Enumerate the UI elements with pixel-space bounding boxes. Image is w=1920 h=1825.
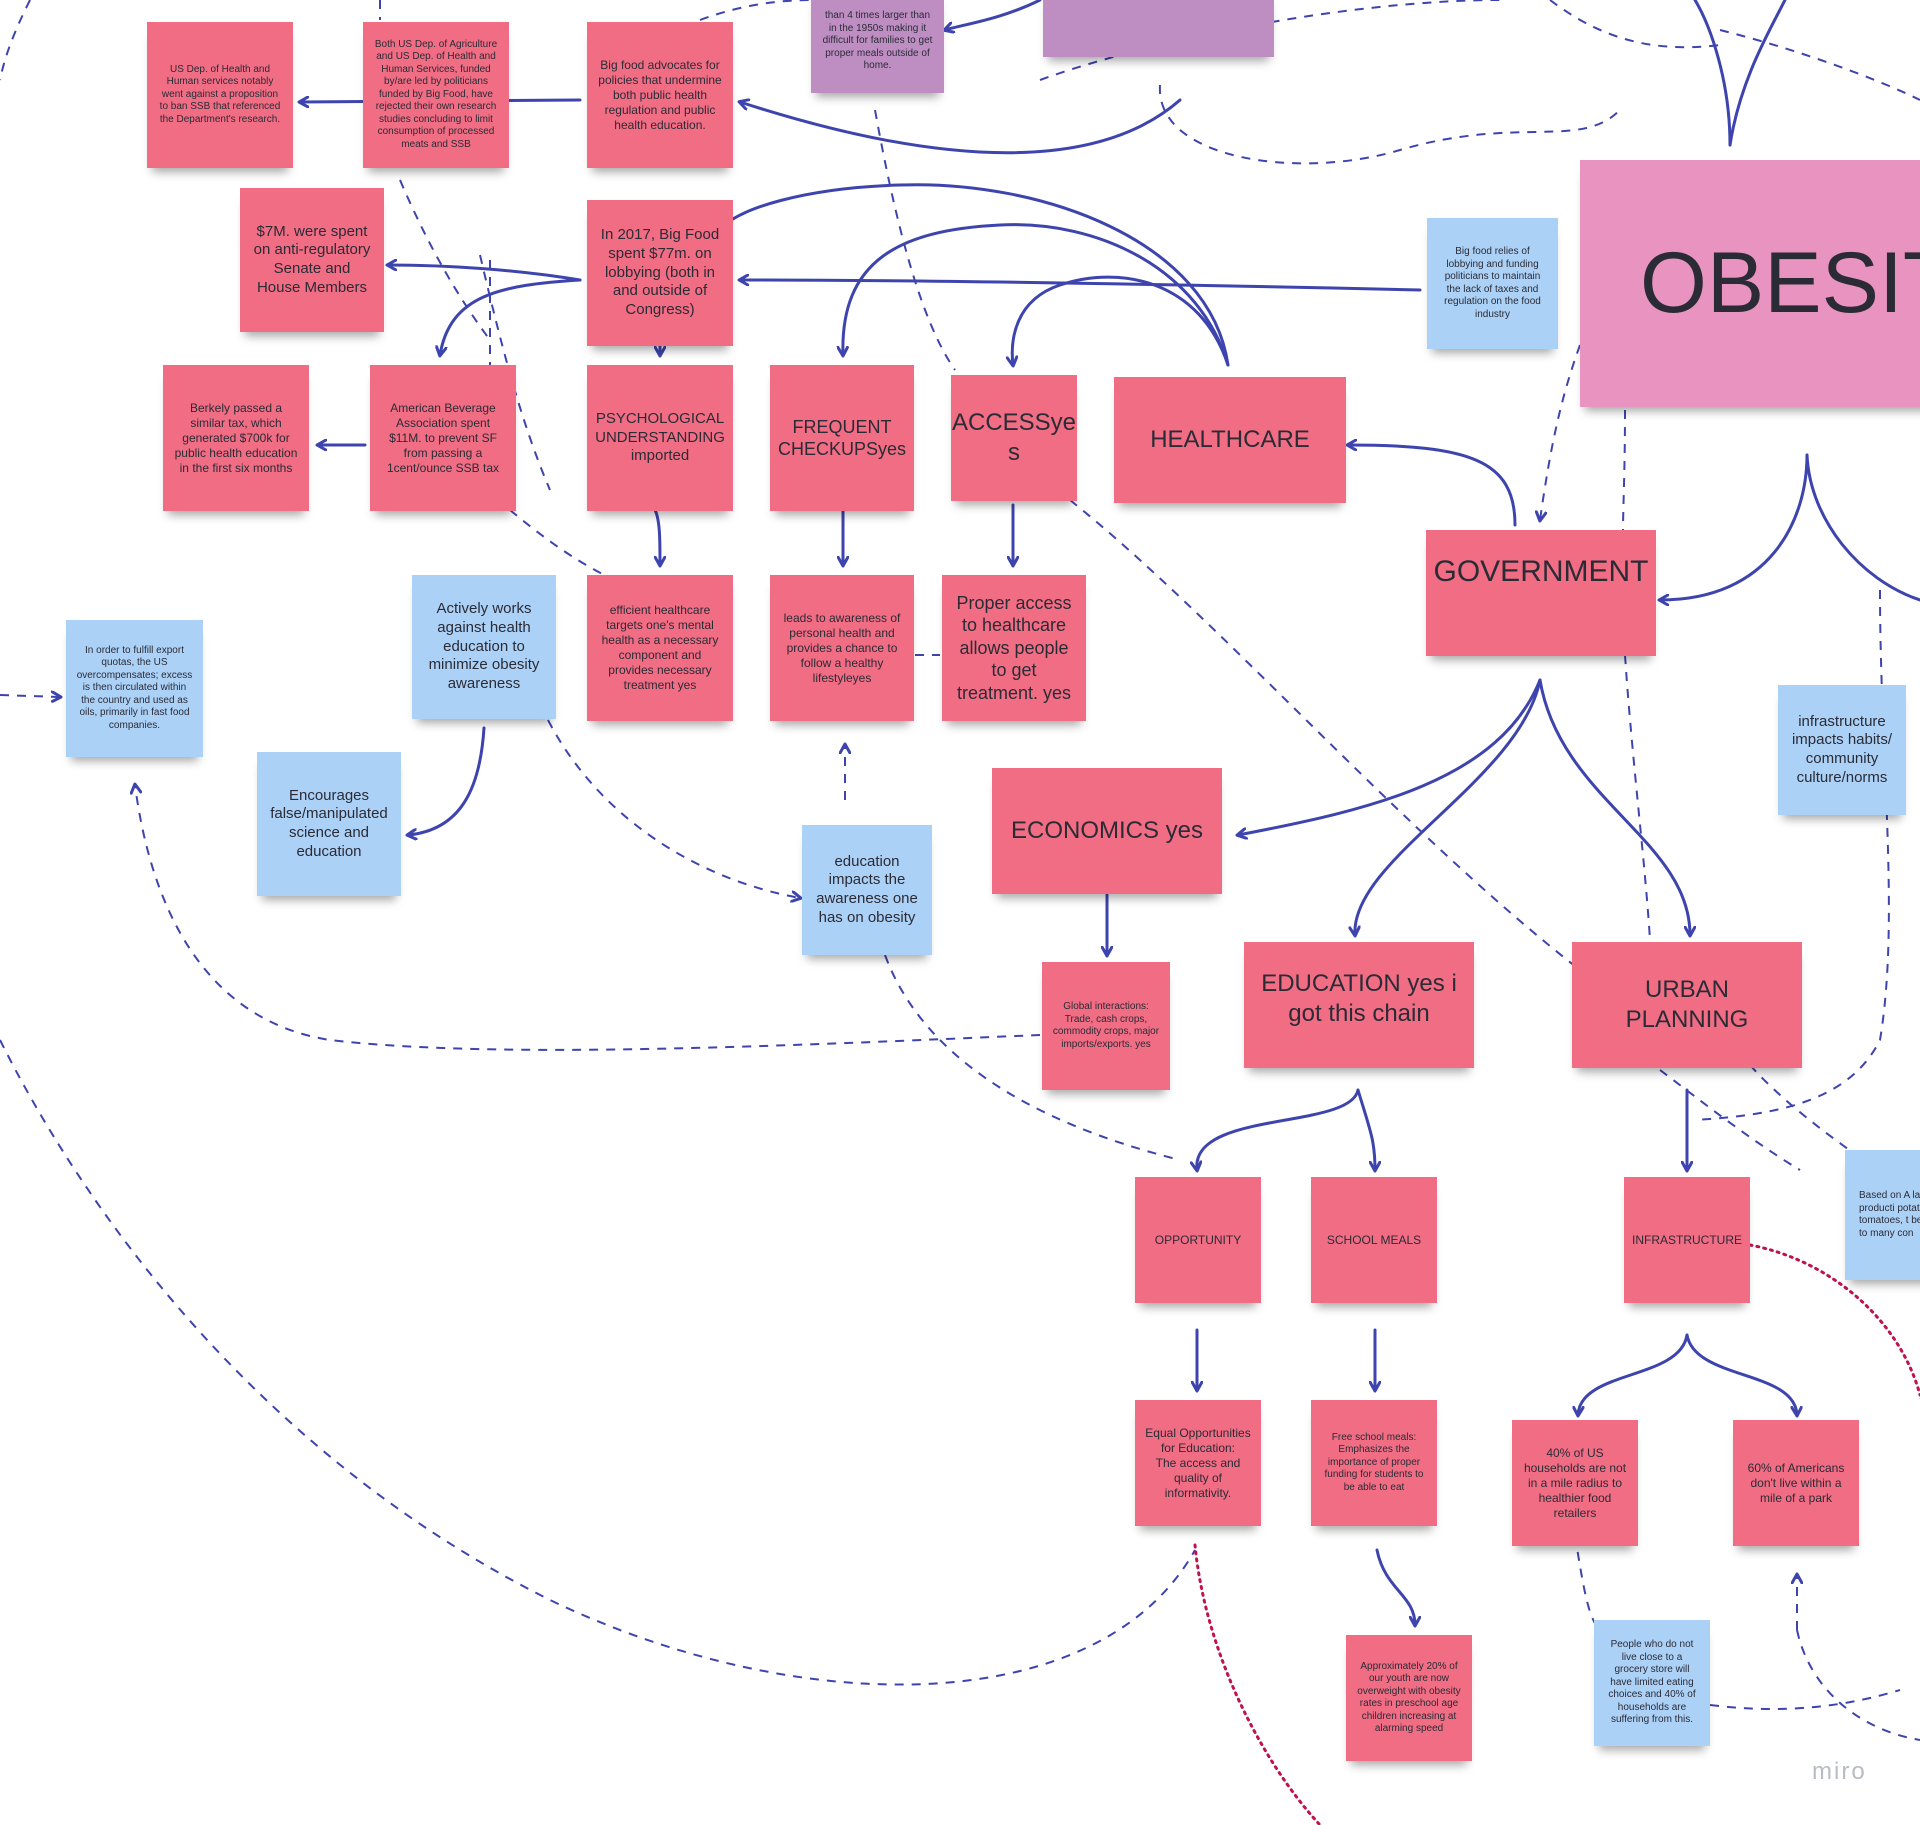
- dashed-connector: [1796, 1629, 1920, 1741]
- dashed-connector: [0, 695, 60, 697]
- dashed-connector: [884, 954, 1181, 1161]
- dotted-connector: [1748, 1243, 1920, 1397]
- solid-connector: [408, 726, 486, 835]
- dashed-connector: [1624, 654, 1651, 941]
- dotted-connector: [1193, 1543, 1322, 1825]
- sticky-note-global-interactions[interactable]: Global interactions: Trade, cash crops, …: [1042, 962, 1170, 1090]
- solid-connector: [843, 223, 1230, 367]
- solid-connector: [388, 265, 582, 282]
- dashed-connector: [1540, 344, 1581, 520]
- dashed-connector: [874, 109, 956, 371]
- sticky-note-actively-works[interactable]: Actively works against health education …: [412, 575, 556, 719]
- solid-connector: [723, 183, 1230, 367]
- solid-connector: [1728, 0, 1787, 147]
- sticky-note-government[interactable]: GOVERNMENT: [1426, 530, 1656, 656]
- sticky-note-frequent-checkups[interactable]: FREQUENT CHECKUPSyes: [770, 365, 914, 511]
- dashed-connector: [1158, 84, 1621, 165]
- solid-connector: [1375, 1548, 1415, 1625]
- solid-connector: [1348, 445, 1517, 527]
- dashed-connector: [1574, 1534, 1601, 1631]
- sticky-note-efficient-healthcare[interactable]: efficient healthcare targets one's menta…: [587, 575, 733, 721]
- sticky-note-education[interactable]: EDUCATION yes i got this chain: [1244, 942, 1474, 1068]
- solid-connector: [440, 278, 582, 355]
- solid-connector: [1238, 678, 1542, 835]
- sticky-note-urban-planning[interactable]: URBAN PLANNING: [1572, 942, 1802, 1068]
- solid-connector: [1538, 678, 1690, 935]
- dashed-connector: [1622, 409, 1626, 531]
- solid-connector: [740, 100, 1182, 155]
- sticky-note-healthcare[interactable]: HEALTHCARE: [1114, 377, 1346, 503]
- sticky-note-school-meals[interactable]: SCHOOL MEALS: [1311, 1177, 1437, 1303]
- sticky-note-big-food-relies[interactable]: Big food relies of lobbying and funding …: [1427, 218, 1558, 349]
- solid-connector: [1660, 453, 1809, 600]
- dashed-connector: [699, 0, 811, 21]
- solid-connector: [1355, 678, 1542, 935]
- miro-logo: miro: [1812, 1758, 1867, 1785]
- sticky-note-opportunity[interactable]: OPPORTUNITY: [1135, 1177, 1261, 1303]
- sticky-note-export-quotas[interactable]: In order to fulfill export quotas, the U…: [66, 620, 203, 757]
- sticky-note-free-school-meals[interactable]: Free school meals: Emphasizes the import…: [1311, 1400, 1437, 1526]
- dashed-connector: [1719, 29, 1920, 101]
- sticky-note-encourages-false-science[interactable]: Encourages false/manipulated science and…: [257, 752, 401, 896]
- sticky-note-big-food-advocates[interactable]: Big food advocates for policies that und…: [587, 22, 733, 168]
- sticky-note-american-beverage[interactable]: American Beverage Association spent $11M…: [370, 365, 516, 511]
- sticky-note-people-not-close-grocery[interactable]: People who do not live close to a grocer…: [1594, 1620, 1710, 1746]
- sticky-note-leads-to-awareness[interactable]: leads to awareness of personal health an…: [770, 575, 914, 721]
- sticky-note-infrastructure[interactable]: INFRASTRUCTURE: [1624, 1177, 1750, 1303]
- sticky-note-meal-size[interactable]: than 4 times larger than in the 1950s ma…: [811, 0, 944, 93]
- sticky-note-equal-opportunities[interactable]: Equal Opportunities for Education: The a…: [1135, 1400, 1261, 1526]
- dashed-connector: [0, 0, 31, 81]
- dashed-connector: [135, 785, 1041, 1051]
- sticky-note-obesity[interactable]: OBESIT: [1580, 160, 1920, 407]
- sticky-note-berkeley-tax[interactable]: Berkely passed a similar tax, which gene…: [163, 365, 309, 511]
- sticky-note-usda-research[interactable]: Both US Dep. of Agriculture and US Dep. …: [363, 22, 509, 168]
- sticky-note-proper-access[interactable]: Proper access to healthcare allows peopl…: [942, 575, 1086, 721]
- dashed-connector: [0, 1039, 1196, 1686]
- dashed-connector: [547, 719, 800, 898]
- dashed-connector: [399, 179, 491, 341]
- dashed-connector: [1709, 1689, 1901, 1711]
- sticky-note-psychological[interactable]: PSYCHOLOGICAL UNDERSTANDING imported: [587, 365, 733, 511]
- dashed-connector: [1749, 1064, 1871, 1166]
- sticky-note-economics[interactable]: ECONOMICS yes: [992, 768, 1222, 894]
- sticky-note-20-percent-youth[interactable]: Approximately 20% of our youth are now o…: [1346, 1635, 1472, 1761]
- solid-connector: [1693, 0, 1732, 147]
- solid-connector: [1578, 1333, 1689, 1415]
- solid-connector: [1197, 1088, 1360, 1170]
- dashed-connector: [1069, 499, 1581, 971]
- sticky-note-education-impacts-awareness[interactable]: education impacts the awareness one has …: [802, 825, 932, 955]
- dashed-connector: [1549, 0, 1721, 49]
- sticky-note-access[interactable]: ACCESSye s: [951, 375, 1077, 501]
- sticky-note-based-on[interactable]: Based on A large veg producti potatoes t…: [1845, 1150, 1920, 1280]
- solid-connector: [653, 508, 660, 565]
- sticky-note-77m-lobbying[interactable]: In 2017, Big Food spent $77m. on lobbyin…: [587, 200, 733, 346]
- dashed-connector: [1659, 1069, 1801, 1171]
- sticky-note-hhs-ssb[interactable]: US Dep. of Health and Human services not…: [147, 22, 293, 168]
- solid-connector: [1356, 1088, 1375, 1170]
- sticky-note-7m-spent[interactable]: $7M. were spent on anti-regulatory Senat…: [240, 188, 384, 332]
- sticky-note-purple-topic[interactable]: [1043, 0, 1274, 57]
- sticky-note-infrastructure-impacts[interactable]: infrastructure impacts habits/ community…: [1778, 685, 1906, 815]
- sticky-note-60-percent-americans[interactable]: 60% of Americans don't live within a mil…: [1733, 1420, 1859, 1546]
- solid-connector: [1685, 1333, 1797, 1415]
- solid-connector: [945, 0, 1042, 30]
- solid-connector: [740, 280, 1422, 292]
- solid-connector: [1012, 275, 1230, 365]
- sticky-note-40-percent-households[interactable]: 40% of US households are not in a mile r…: [1512, 1420, 1638, 1546]
- solid-connector: [1805, 453, 1920, 602]
